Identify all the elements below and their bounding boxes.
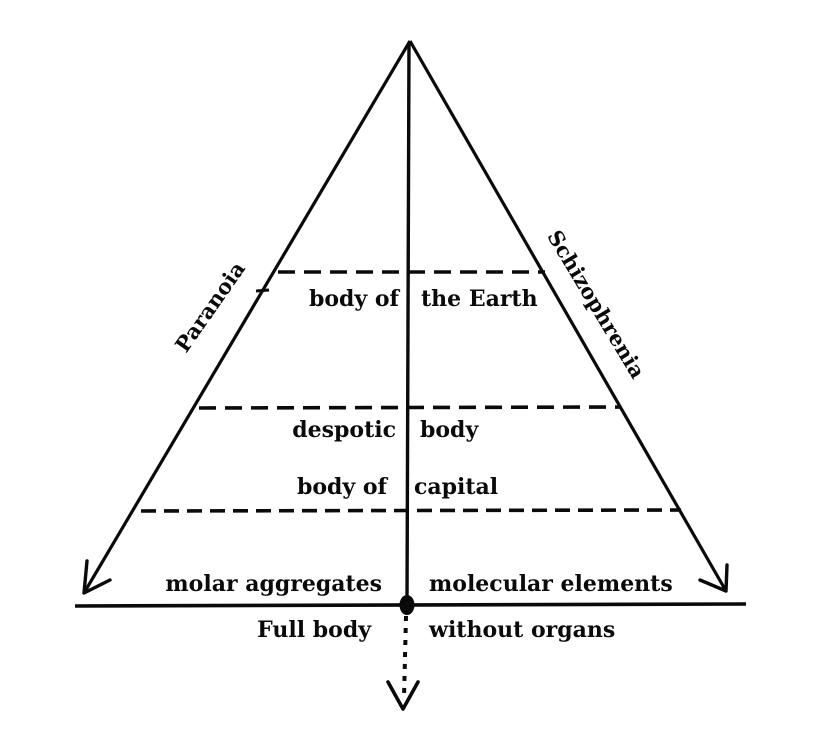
bottom-row-left-text: Full body (257, 617, 372, 643)
dashed-line-body-of-capital (140, 508, 682, 513)
dotted-descent-line (402, 615, 408, 699)
base-node-dot (399, 595, 415, 615)
right-arrowhead-icon (698, 563, 729, 593)
base-row-left-text: molar aggregates (165, 571, 382, 597)
level-earth-left-text: body of (309, 286, 401, 312)
level-capital-left-text: body of (297, 474, 389, 500)
stray-ink-dash (255, 288, 270, 293)
right-edge-label: Schizophrenia (542, 226, 650, 384)
left-arrowhead-icon (82, 559, 112, 595)
dashed-line-despotic-body (198, 405, 622, 410)
triangle-right-edge (408, 40, 728, 592)
level-earth-right-text: the Earth (421, 286, 538, 312)
central-axis-line (405, 41, 411, 602)
left-edge-label: Paranoia (170, 256, 251, 356)
triangle-left-edge (82, 40, 412, 594)
bottom-row-right-text: without organs (428, 617, 615, 643)
level-despotic-left-text: despotic (292, 417, 396, 443)
bottom-arrowhead-icon (386, 680, 420, 711)
level-capital-right-text: capital (414, 474, 498, 500)
base-row-right-text: molecular elements (429, 571, 673, 597)
level-despotic-right-text: body (420, 417, 479, 443)
